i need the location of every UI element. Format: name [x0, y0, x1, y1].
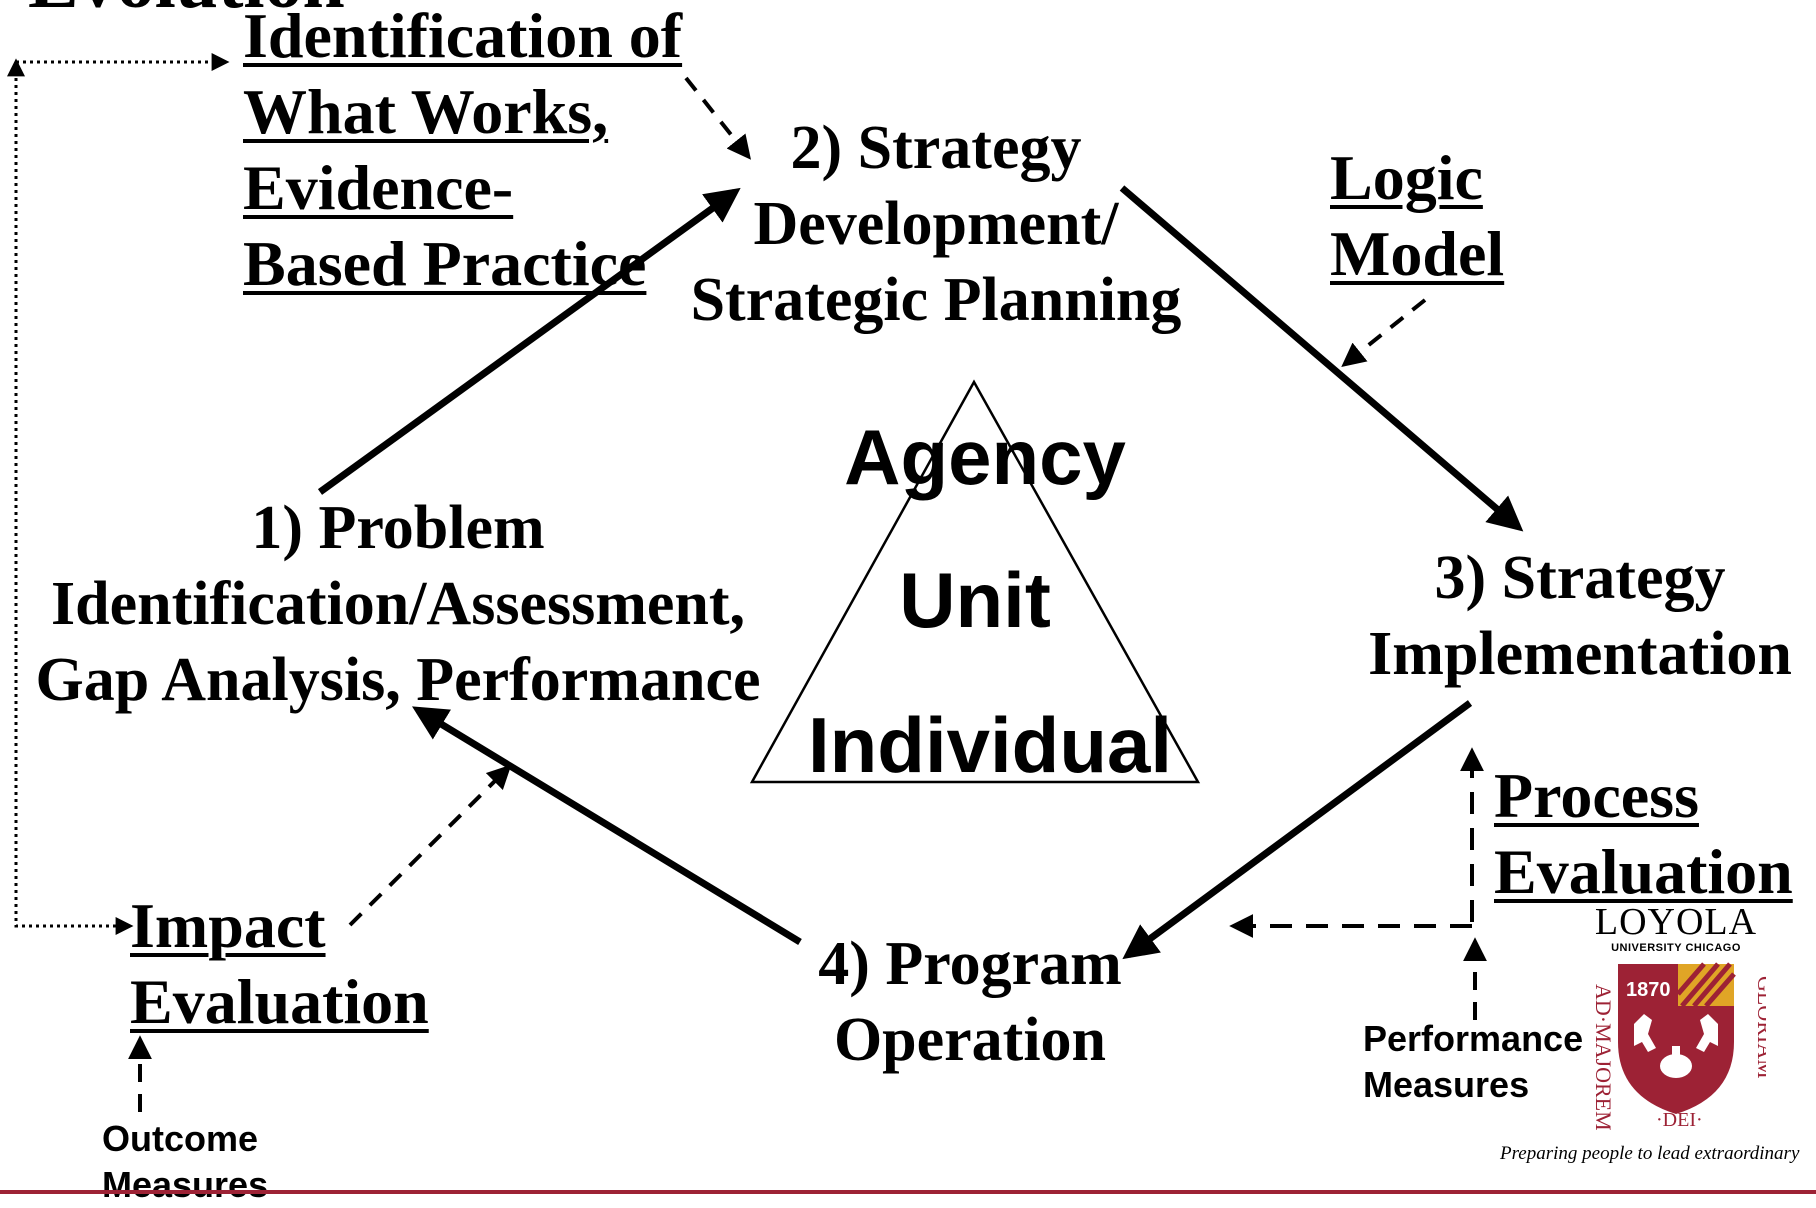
stage-1-problem-identification: 1) Problem Identification/Assessment, Ga…	[35, 494, 761, 714]
stage-3-strategy-implementation: 3) Strategy Implementation	[1368, 544, 1792, 688]
stage-2-strategy-development: 2) Strategy Development/ Strategic Plann…	[690, 114, 1182, 334]
arrow-2-to-3	[1119, 185, 1524, 532]
outcome-measures-label: Outcome Measures	[102, 1118, 269, 1205]
arrow-4-to-1	[412, 706, 802, 945]
performance-measures-label: Performance Measures	[1363, 1018, 1584, 1105]
level-individual: Individual	[807, 701, 1173, 789]
logic-model-dashed-arrow	[1341, 298, 1427, 367]
svg-text:·DEI·: ·DEI·	[1656, 1109, 1703, 1131]
cut-off-heading: Evolution	[28, 0, 345, 22]
arrow-1-to-2	[317, 187, 741, 495]
svg-text:AD·MAJOREM: AD·MAJOREM	[1591, 984, 1616, 1131]
tagline: Preparing people to lead extraordinary	[1500, 1143, 1800, 1164]
stage-4-program-operation: 4) Program Operation	[818, 930, 1122, 1074]
logo-seal: AD·MAJOREM GLORIAM ·DEI· 1870	[1591, 962, 1766, 1131]
svg-text:GLORIAM: GLORIAM	[1753, 976, 1766, 1079]
impact-evaluation-label: Impact Evaluation	[130, 890, 429, 1037]
bottom-brand-rule	[0, 1190, 1816, 1194]
evidence-based-practice-label: Identification of What Works, Evidence- …	[243, 0, 683, 299]
feedback-dotted-loop	[7, 58, 134, 935]
logo-wordmark: LOYOLA	[1594, 901, 1758, 943]
svg-text:1870: 1870	[1626, 979, 1671, 1001]
level-agency: Agency	[844, 413, 1126, 501]
loyola-logo: LOYOLA UNIVERSITY CHICAGO AD·MAJOREM GLO…	[1586, 902, 1766, 1132]
logic-model-label: Logic Model	[1330, 142, 1505, 289]
process-evaluation-label: Process Evaluation	[1494, 760, 1793, 907]
level-unit: Unit	[899, 556, 1051, 644]
impact-dashed-arrow	[348, 764, 512, 927]
logo-subtitle: UNIVERSITY CHICAGO	[1611, 942, 1741, 954]
arrow-3-to-4	[1122, 700, 1473, 960]
levels-triangle	[749, 379, 1201, 784]
